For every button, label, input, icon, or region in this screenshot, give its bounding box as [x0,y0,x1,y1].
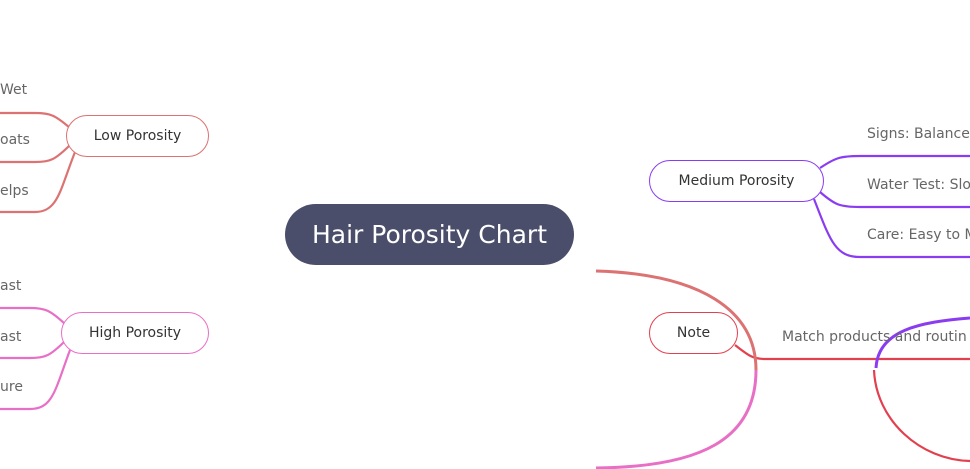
boundary-curve-bottom [595,369,758,469]
topic-low-porosity[interactable]: Low Porosity [66,115,209,157]
high-porosity-connectors [0,306,72,411]
leaf-medium-3[interactable]: Care: Easy to M [867,227,970,243]
leaf-high-2[interactable]: ast [0,329,22,345]
leaf-high-1[interactable]: ast [0,278,22,294]
leaf-low-3[interactable]: elps [0,183,29,199]
leaf-low-2[interactable]: oats [0,132,30,148]
leaf-medium-1[interactable]: Signs: Balance [867,126,970,142]
leaf-low-1[interactable]: Wet [0,82,28,98]
central-topic[interactable]: Hair Porosity Chart [285,204,574,265]
boundary-curve-top [595,269,758,371]
leaf-high-3[interactable]: ure [0,379,23,395]
topic-medium-porosity[interactable]: Medium Porosity [649,160,824,202]
medium-porosity-connectors [812,154,970,259]
leaf-medium-2[interactable]: Water Test: Slo [867,177,970,193]
note-connectors [734,344,970,463]
topic-note[interactable]: Note [649,312,738,354]
low-porosity-connectors [0,111,77,214]
boundary-curve-purple [874,316,970,369]
topic-high-porosity[interactable]: High Porosity [61,312,209,354]
leaf-note-1[interactable]: Match products and routin [782,329,967,345]
